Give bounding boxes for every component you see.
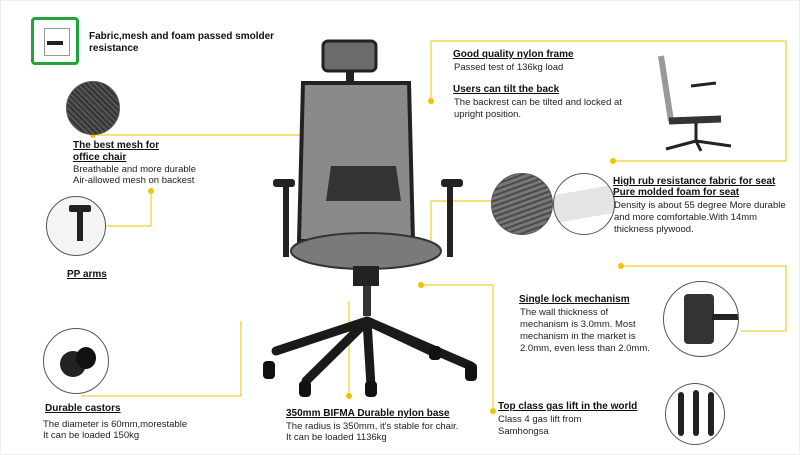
armrest-image — [46, 196, 106, 256]
gas-lift-image — [665, 383, 725, 445]
mesh-line-2: Air-allowed mesh on backest — [73, 175, 195, 186]
castors-title: Durable castors — [45, 403, 121, 414]
base-line-2: It can be loaded 1136kg — [286, 432, 387, 443]
base-title: 350mm BIFMA Durable nylon base — [286, 408, 450, 419]
lock-line-1: The wall thickness of mechanism is 3.0mm… — [520, 307, 650, 354]
side-view-chair-image — [658, 55, 732, 152]
gaslift-title: Top class gas lift in the world — [498, 401, 638, 412]
castors-line-1: The diameter is 60mm,morestable — [43, 419, 188, 430]
gaslift-line-1: Class 4 gas lift from Samhongsa — [498, 414, 582, 437]
frame-title: Good quality nylon frame — [453, 49, 574, 60]
lock-title: Single lock mechanism — [519, 294, 630, 305]
seat-line-1: Density is about 55 degree More durable … — [614, 200, 786, 235]
frame-line-1: Passed test of 136kg load — [454, 62, 564, 73]
smolder-title: Fabric,mesh and foam passed smolder resi… — [89, 31, 275, 54]
base-line-1: The radius is 350mm, it's stable for cha… — [286, 421, 459, 432]
seat-title-1: High rub resistance fabric for seat — [613, 176, 776, 187]
castor-image — [43, 328, 109, 394]
mesh-swatch-image — [66, 81, 120, 135]
tilt-line-1: The backrest can be tilted and locked at… — [454, 97, 622, 120]
seat-fabric-swatch-image — [491, 173, 553, 235]
castors-line-2: It can be loaded 150kg — [43, 430, 140, 441]
arms-title: PP arms — [67, 269, 107, 280]
mesh-line-1: Breathable and more durable — [73, 164, 197, 175]
mechanism-image — [663, 281, 739, 357]
mesh-title: The best mesh for office chair — [73, 140, 160, 163]
seat-foam-image — [553, 173, 615, 235]
smolder-resistance-badge-icon — [31, 17, 79, 65]
tilt-title: Users can tilt the back — [453, 84, 560, 95]
office-chair-image — [263, 39, 477, 397]
seat-title-2: Pure molded foam for seat — [613, 187, 740, 198]
